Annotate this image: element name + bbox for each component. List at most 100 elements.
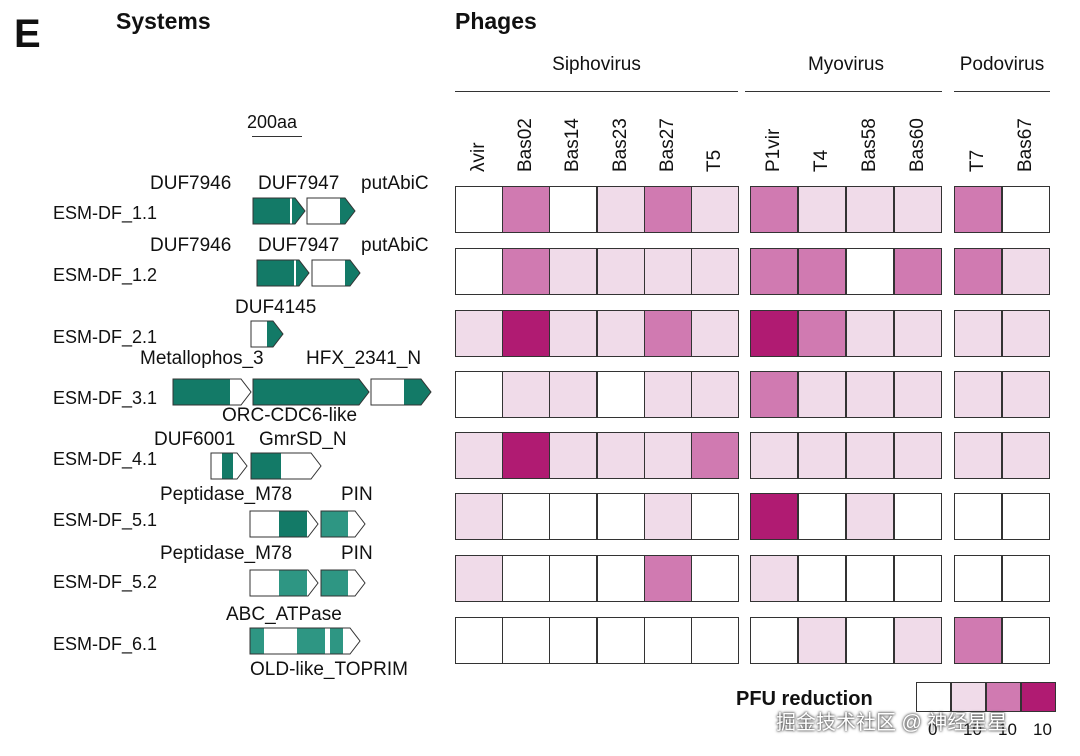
heatmap-cell (597, 617, 645, 664)
heatmap-cell (894, 248, 942, 295)
heatmap-cell (954, 432, 1002, 479)
heatmap-cell (1002, 555, 1050, 602)
scale-bar-label: 200aa (247, 112, 298, 132)
legend-swatch (916, 682, 951, 712)
legend-tick-label: 10 (963, 720, 982, 739)
heatmap-cell (1002, 432, 1050, 479)
heatmap-cell (750, 432, 798, 479)
gene-arrow (172, 378, 252, 406)
group-divider-podovirus (954, 91, 1050, 92)
gene-domain-label: Metallophos_3 (140, 348, 264, 369)
heatmap-cell (597, 310, 645, 357)
heatmap-cell (455, 617, 503, 664)
heatmap-cell (894, 617, 942, 664)
heatmap-cell (954, 186, 1002, 233)
systems-header: Systems (116, 8, 211, 34)
heatmap-cell (549, 310, 597, 357)
legend-tick-label: 10 (998, 720, 1017, 739)
heatmap-cell (502, 555, 550, 602)
group-label-myovirus: Myovirus (807, 54, 884, 75)
heatmap-cell (644, 555, 692, 602)
panel-letter: E (14, 12, 41, 56)
heatmap-cell (750, 371, 798, 418)
gene-domain-label: putAbiC (361, 235, 429, 256)
gene-arrow (320, 510, 366, 538)
heatmap-cell (597, 371, 645, 418)
heatmap-cell (691, 555, 739, 602)
heatmap-cell (549, 186, 597, 233)
group-label-podovirus: Podovirus (959, 54, 1045, 75)
heatmap-cell (691, 617, 739, 664)
heatmap-cell (846, 371, 894, 418)
heatmap-cell (894, 432, 942, 479)
heatmap-cell (549, 555, 597, 602)
heatmap-cell (691, 371, 739, 418)
gene-domain-label: putAbiC (361, 173, 429, 194)
heatmap-cell (798, 493, 846, 540)
gene-arrow (256, 259, 310, 287)
heatmap-cell (954, 248, 1002, 295)
heatmap-cell (455, 493, 503, 540)
system-label: ESM-DF_1.2 (53, 265, 158, 285)
heatmap-cell (644, 310, 692, 357)
heatmap-cell (691, 248, 739, 295)
gene-arrow (249, 627, 361, 655)
heatmap-cell (894, 555, 942, 602)
gene-domain-label: DUF7946 (150, 235, 232, 256)
heatmap-cell (846, 617, 894, 664)
heatmap-cell (846, 310, 894, 357)
heatmap-cell (691, 432, 739, 479)
heatmap-cell (597, 493, 645, 540)
system-label: ESM-DF_1.1 (53, 203, 158, 223)
heatmap-cell (644, 493, 692, 540)
heatmap-cell (846, 432, 894, 479)
gene-domain-label: DUF7947 (258, 235, 340, 256)
heatmap-cell (455, 310, 503, 357)
heatmap-cell (798, 371, 846, 418)
heatmap-cell (750, 617, 798, 664)
heatmap-cell (1002, 248, 1050, 295)
heatmap-cell (644, 248, 692, 295)
legend-tick-label: 0 (928, 720, 938, 739)
system-label: ESM-DF_5.2 (53, 572, 158, 592)
gene-arrow (250, 320, 284, 348)
gene-arrow (320, 569, 366, 597)
watermark: 掘金技术社区 @ 神经星星 (776, 712, 1008, 734)
gene-arrow (250, 452, 322, 480)
heatmap-cell (846, 555, 894, 602)
heatmap-cell (455, 432, 503, 479)
gene-arrow (370, 378, 432, 406)
heatmap-cell (798, 555, 846, 602)
heatmap-cell (846, 493, 894, 540)
gene-domain-label: ORC-CDC6-like (222, 405, 358, 426)
gene-arrow (311, 259, 361, 287)
heatmap-cell (549, 371, 597, 418)
gene-domain-label: Peptidase_M78 (160, 543, 293, 564)
gene-domain-label: Peptidase_M78 (160, 484, 293, 505)
heatmap-cell (597, 432, 645, 479)
heatmap-cell (549, 617, 597, 664)
legend-title: PFU reduction (736, 688, 873, 710)
heatmap-cell (750, 310, 798, 357)
heatmap-cell (750, 493, 798, 540)
gene-arrow (252, 378, 370, 406)
heatmap-cell (894, 371, 942, 418)
heatmap-cell (502, 493, 550, 540)
gene-domain-label: DUF7947 (258, 173, 340, 194)
legend-swatch (986, 682, 1021, 712)
heatmap-cell (750, 248, 798, 295)
phages-header: Phages (455, 8, 537, 34)
heatmap-cell (798, 248, 846, 295)
heatmap-cell (549, 248, 597, 295)
legend-tick-label: 10 (1033, 720, 1052, 739)
gene-arrow (306, 197, 356, 225)
gene-domain-label: HFX_2341_N (306, 348, 422, 369)
gene-domain-label: DUF7946 (150, 173, 232, 194)
heatmap-cell (894, 310, 942, 357)
heatmap-cell (846, 186, 894, 233)
heatmap-cell (597, 248, 645, 295)
heatmap-cell (894, 186, 942, 233)
gene-domain-label: DUF6001 (154, 429, 236, 450)
heatmap-cell (597, 555, 645, 602)
group-label-siphovirus: Siphovirus (552, 54, 641, 75)
